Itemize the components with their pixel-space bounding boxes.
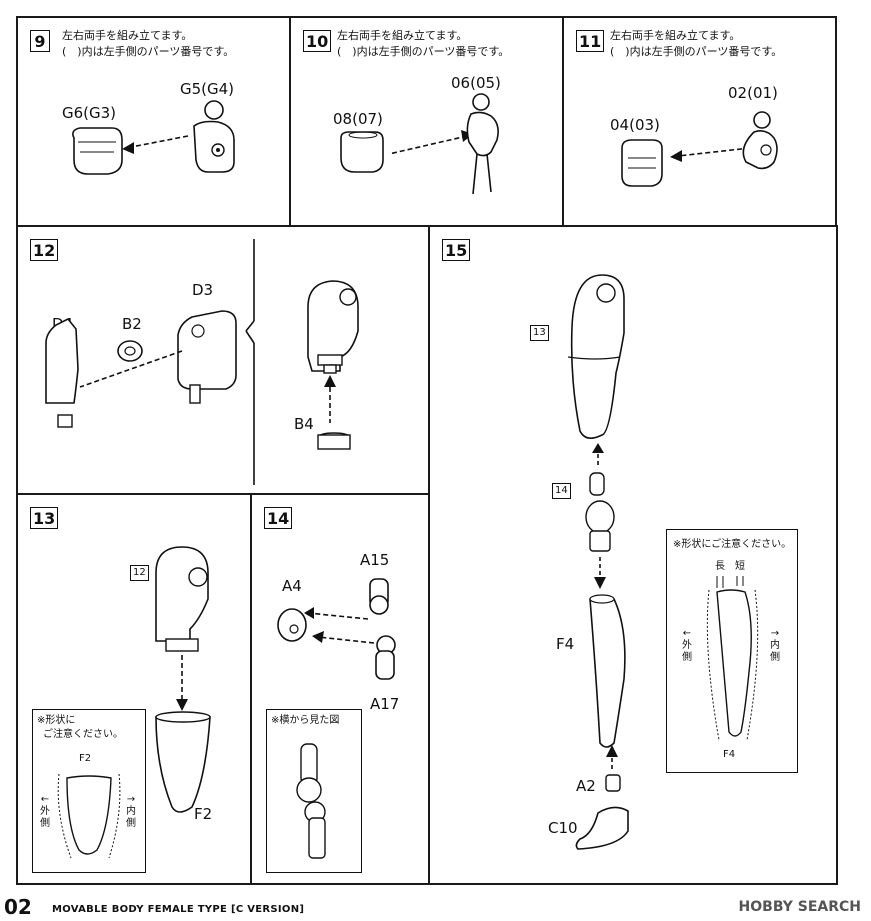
step-note-line1: 左右両手を組み立てます。 <box>337 29 468 42</box>
part-label-04: 04(03) <box>610 116 660 134</box>
inset-shape-drawing <box>57 773 121 859</box>
step-number: 15 <box>442 239 471 261</box>
step-9-panel: 9 左右両手を組み立てます。 ( )内は左手側のパーツ番号です。 G6(G3) … <box>16 16 291 227</box>
step-number: 9 <box>30 30 50 52</box>
part-label-g6: G6(G3) <box>62 104 117 122</box>
step-10-illustration <box>340 93 499 195</box>
shape-note-inset: ※形状にご注意ください。 長 短 ← 外 側 → 内 側 F4 <box>666 529 798 773</box>
inner-side-label-2: 側 <box>126 818 136 829</box>
outer-side-arrow: ← <box>682 628 692 639</box>
part-label-d3: D3 <box>192 281 214 299</box>
step-12-panel: 12 D4 B2 D3 B4 <box>16 225 430 495</box>
part-label-a17: A17 <box>370 695 400 713</box>
shape-note-inset: ※形状に ご注意ください。 F2 ← 外 側 → 内 側 <box>32 709 146 873</box>
outer-side-label-2: 側 <box>40 818 50 829</box>
inset-side-view-drawing <box>296 743 326 859</box>
step-note-line2: ( )内は左手側のパーツ番号です。 <box>62 45 235 58</box>
outer-side-arrow: ← <box>40 794 50 805</box>
step-reference-badge-14: 14 <box>552 483 571 499</box>
step-13-panel: 13 12 F2 ※形状に ご注意ください。 F2 ← 外 側 → 内 側 <box>16 493 252 885</box>
inner-side-label-1: 内 <box>126 806 136 817</box>
step-10-panel: 10 左右両手を組み立てます。 ( )内は左手側のパーツ番号です。 08(07)… <box>289 16 564 227</box>
outer-side-label-1: 外 <box>682 640 692 651</box>
step-number: 11 <box>576 30 605 52</box>
long-label: 長 <box>715 561 725 572</box>
step-15-panel: 15 13 14 F4 A2 C10 ※形状にご注意ください。 長 短 ← 外 … <box>428 225 838 885</box>
step-14-illustration <box>277 578 396 680</box>
step-note-line2: ( )内は左手側のパーツ番号です。 <box>610 45 783 58</box>
step-number: 14 <box>264 507 293 529</box>
part-label-f4: F4 <box>556 635 575 653</box>
step-number: 12 <box>30 239 59 261</box>
inset-part-label: F4 <box>723 749 736 760</box>
step-number: 10 <box>303 30 332 52</box>
step-note-line1: 左右両手を組み立てます。 <box>610 29 741 42</box>
inset-part-label: F2 <box>79 753 92 764</box>
short-label: 短 <box>735 561 745 572</box>
inset-shape-drawing <box>706 576 759 741</box>
part-label-f2: F2 <box>194 805 213 823</box>
inset-note: ※横から見た図 <box>271 715 340 726</box>
document-title: MOVABLE BODY FEMALE TYPE [C VERSION] <box>52 904 305 915</box>
step-9-illustration <box>72 100 235 175</box>
part-label-08: 08(07) <box>333 110 383 128</box>
inner-side-label-2: 側 <box>770 652 780 663</box>
step-12-illustration <box>45 239 359 485</box>
watermark: HOBBY SEARCH <box>738 899 861 915</box>
outer-side-label-1: 外 <box>40 806 50 817</box>
step-reference-badge: 12 <box>130 565 149 581</box>
part-label-a2: A2 <box>576 777 596 795</box>
part-label-a4: A4 <box>282 577 302 595</box>
step-number: 13 <box>30 507 59 529</box>
part-label-06: 06(05) <box>451 74 501 92</box>
part-label-a15: A15 <box>360 551 390 569</box>
step-11-panel: 11 左右両手を組み立てます。 ( )内は左手側のパーツ番号です。 04(03)… <box>562 16 837 227</box>
part-label-b4: B4 <box>294 415 314 433</box>
inner-side-arrow: → <box>770 628 780 639</box>
step-11-illustration <box>621 111 778 187</box>
step-14-panel: 14 A4 A15 A17 ※横から見た図 <box>250 493 430 885</box>
part-label-g5: G5(G4) <box>180 80 235 98</box>
step-note-line2: ( )内は左手側のパーツ番号です。 <box>337 45 510 58</box>
part-label-c10: C10 <box>548 819 578 837</box>
inner-side-label-1: 内 <box>770 640 780 651</box>
part-label-b2: B2 <box>122 315 142 333</box>
step-13-illustration <box>155 546 211 813</box>
inner-side-arrow: → <box>126 794 136 805</box>
step-15-illustration <box>567 274 629 850</box>
side-view-inset: ※横から見た図 <box>266 709 362 873</box>
page-number: 02 <box>4 895 32 919</box>
step-note-line1: 左右両手を組み立てます。 <box>62 29 193 42</box>
part-label-02: 02(01) <box>728 84 778 102</box>
inset-note-line2: ご注意ください。 <box>43 729 123 740</box>
inset-note: ※形状にご注意ください。 <box>673 539 792 550</box>
step-reference-badge-13: 13 <box>530 325 549 341</box>
outer-side-label-2: 側 <box>682 652 692 663</box>
inset-note-line1: ※形状に <box>37 715 76 726</box>
